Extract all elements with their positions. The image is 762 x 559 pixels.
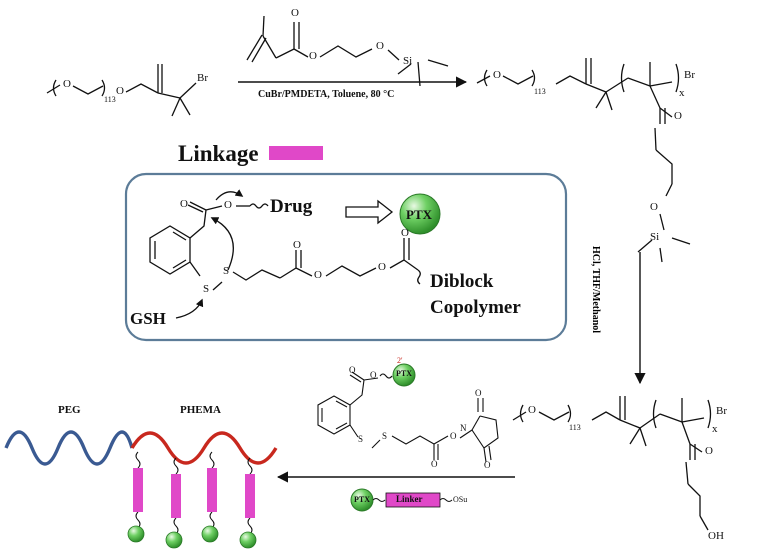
reagent-sulfur-2-label: S bbox=[382, 431, 388, 441]
gsh-label: GSH bbox=[130, 309, 166, 328]
phema-chain bbox=[130, 431, 278, 465]
drug-conjugate-pendants bbox=[135, 451, 253, 535]
atrp-conditions-label: CuBr/PMDETA, Toluene, 80 °C bbox=[258, 89, 395, 100]
hydroxyl-block-index-label: x bbox=[712, 423, 718, 435]
ptx-ball-reagent bbox=[392, 363, 416, 387]
ptx-ball-large bbox=[399, 193, 441, 235]
reagent-ester-oxygen-2-label: O bbox=[450, 431, 457, 441]
monomer-carbonyl-oxygen-label: O bbox=[291, 7, 299, 19]
silyl-silicon-label: Si bbox=[650, 231, 660, 243]
schematic-osu-label: OSu bbox=[453, 495, 468, 504]
silyl-peg-oxygen-label: O bbox=[493, 69, 501, 81]
diblock-label: Diblock bbox=[430, 271, 494, 292]
mech-ester3-oxygen-label: O bbox=[378, 261, 386, 273]
drug-ball-3 bbox=[201, 525, 219, 543]
nhs-linker-reagent-structure bbox=[317, 371, 499, 463]
schematic-linker-label: Linker bbox=[396, 494, 423, 504]
reagent-position-label: 2' bbox=[397, 356, 403, 365]
linker-mechanism-structure bbox=[149, 189, 421, 319]
initiator-repeat-label: 113 bbox=[104, 95, 116, 104]
monomer-ester-oxygen-label: O bbox=[309, 50, 317, 62]
mech-carbonyl-oxygen-label: O bbox=[180, 198, 188, 210]
tms-hema-monomer-structure bbox=[246, 15, 449, 87]
deprotection-conditions-label: HCl, THF/Methanol bbox=[590, 246, 601, 334]
hydroxyl-oh-label: OH bbox=[708, 530, 724, 542]
hydroxyl-bromine-label: Br bbox=[716, 405, 727, 417]
drug-label: Drug bbox=[270, 196, 313, 217]
mech-ester2-oxygen-label: O bbox=[314, 269, 322, 281]
mech-ester-oxygen-label: O bbox=[224, 199, 232, 211]
phema-label: PHEMA bbox=[180, 404, 221, 416]
reagent-ester-oxygen-label: O bbox=[370, 370, 377, 380]
mech-sulfur-2-label: S bbox=[223, 265, 230, 277]
mech-sulfur-1-label: S bbox=[203, 283, 210, 295]
drug-ball-2 bbox=[165, 531, 183, 549]
reagent-sulfur-1-label: S bbox=[358, 434, 364, 444]
reagent-carbonyl-oxygen-label: O bbox=[349, 365, 356, 375]
reagent-ketone-oxygen-label: O bbox=[431, 459, 438, 469]
copolymer-label: Copolymer bbox=[430, 297, 521, 318]
monomer-silicon-label: Si bbox=[403, 55, 413, 67]
linkage-pendant-1 bbox=[133, 468, 143, 512]
linkage-pendant-4 bbox=[245, 474, 255, 518]
linkage-pendant-2 bbox=[171, 474, 181, 518]
linkage-legend-swatch bbox=[269, 146, 323, 160]
reagent-nitrogen-label: N bbox=[460, 423, 467, 433]
reagent-imide-oxygen-2-label: O bbox=[484, 460, 491, 470]
linkage-pendant-3 bbox=[207, 468, 217, 512]
silyl-side-oxygen-label: O bbox=[674, 110, 682, 122]
hydroxyl-copolymer-structure bbox=[512, 396, 712, 531]
silyl-bromine-label: Br bbox=[684, 69, 695, 81]
mechanism-box bbox=[124, 172, 568, 342]
hydroxyl-peg-repeat-label: 113 bbox=[569, 423, 581, 432]
ptx-label-large: PTX bbox=[406, 207, 432, 222]
initiator-oxygen-label: O bbox=[63, 78, 71, 90]
peg-label: PEG bbox=[58, 404, 81, 416]
reagent-ptx-label: PTX bbox=[396, 369, 412, 378]
initiator-ester-oxygen-label: O bbox=[116, 85, 124, 97]
silyl-ether-oxygen-label: O bbox=[650, 201, 658, 213]
hydroxyl-side-oxygen-label: O bbox=[705, 445, 713, 457]
silyl-copolymer-structure bbox=[476, 58, 691, 263]
initiator-bromine-label: Br bbox=[197, 72, 208, 84]
drug-ball-1 bbox=[127, 525, 145, 543]
drug-equals-ptx-arrow bbox=[345, 199, 394, 225]
hydroxyl-peg-oxygen-label: O bbox=[528, 404, 536, 416]
linkage-legend-label: Linkage bbox=[178, 141, 259, 166]
monomer-ether-oxygen-label: O bbox=[376, 40, 384, 52]
reagent-imide-oxygen-1-label: O bbox=[475, 388, 482, 398]
schematic-ptx-label: PTX bbox=[354, 495, 370, 504]
silyl-peg-repeat-label: 113 bbox=[534, 87, 546, 96]
mech-ester3-carbonyl-label: O bbox=[401, 227, 409, 239]
drug-ball-4 bbox=[239, 531, 257, 549]
peg-macroinitiator-structure bbox=[46, 64, 197, 117]
silyl-block-index-label: x bbox=[679, 87, 685, 99]
peg-chain bbox=[4, 430, 134, 466]
mech-ketone-oxygen-label: O bbox=[293, 239, 301, 251]
